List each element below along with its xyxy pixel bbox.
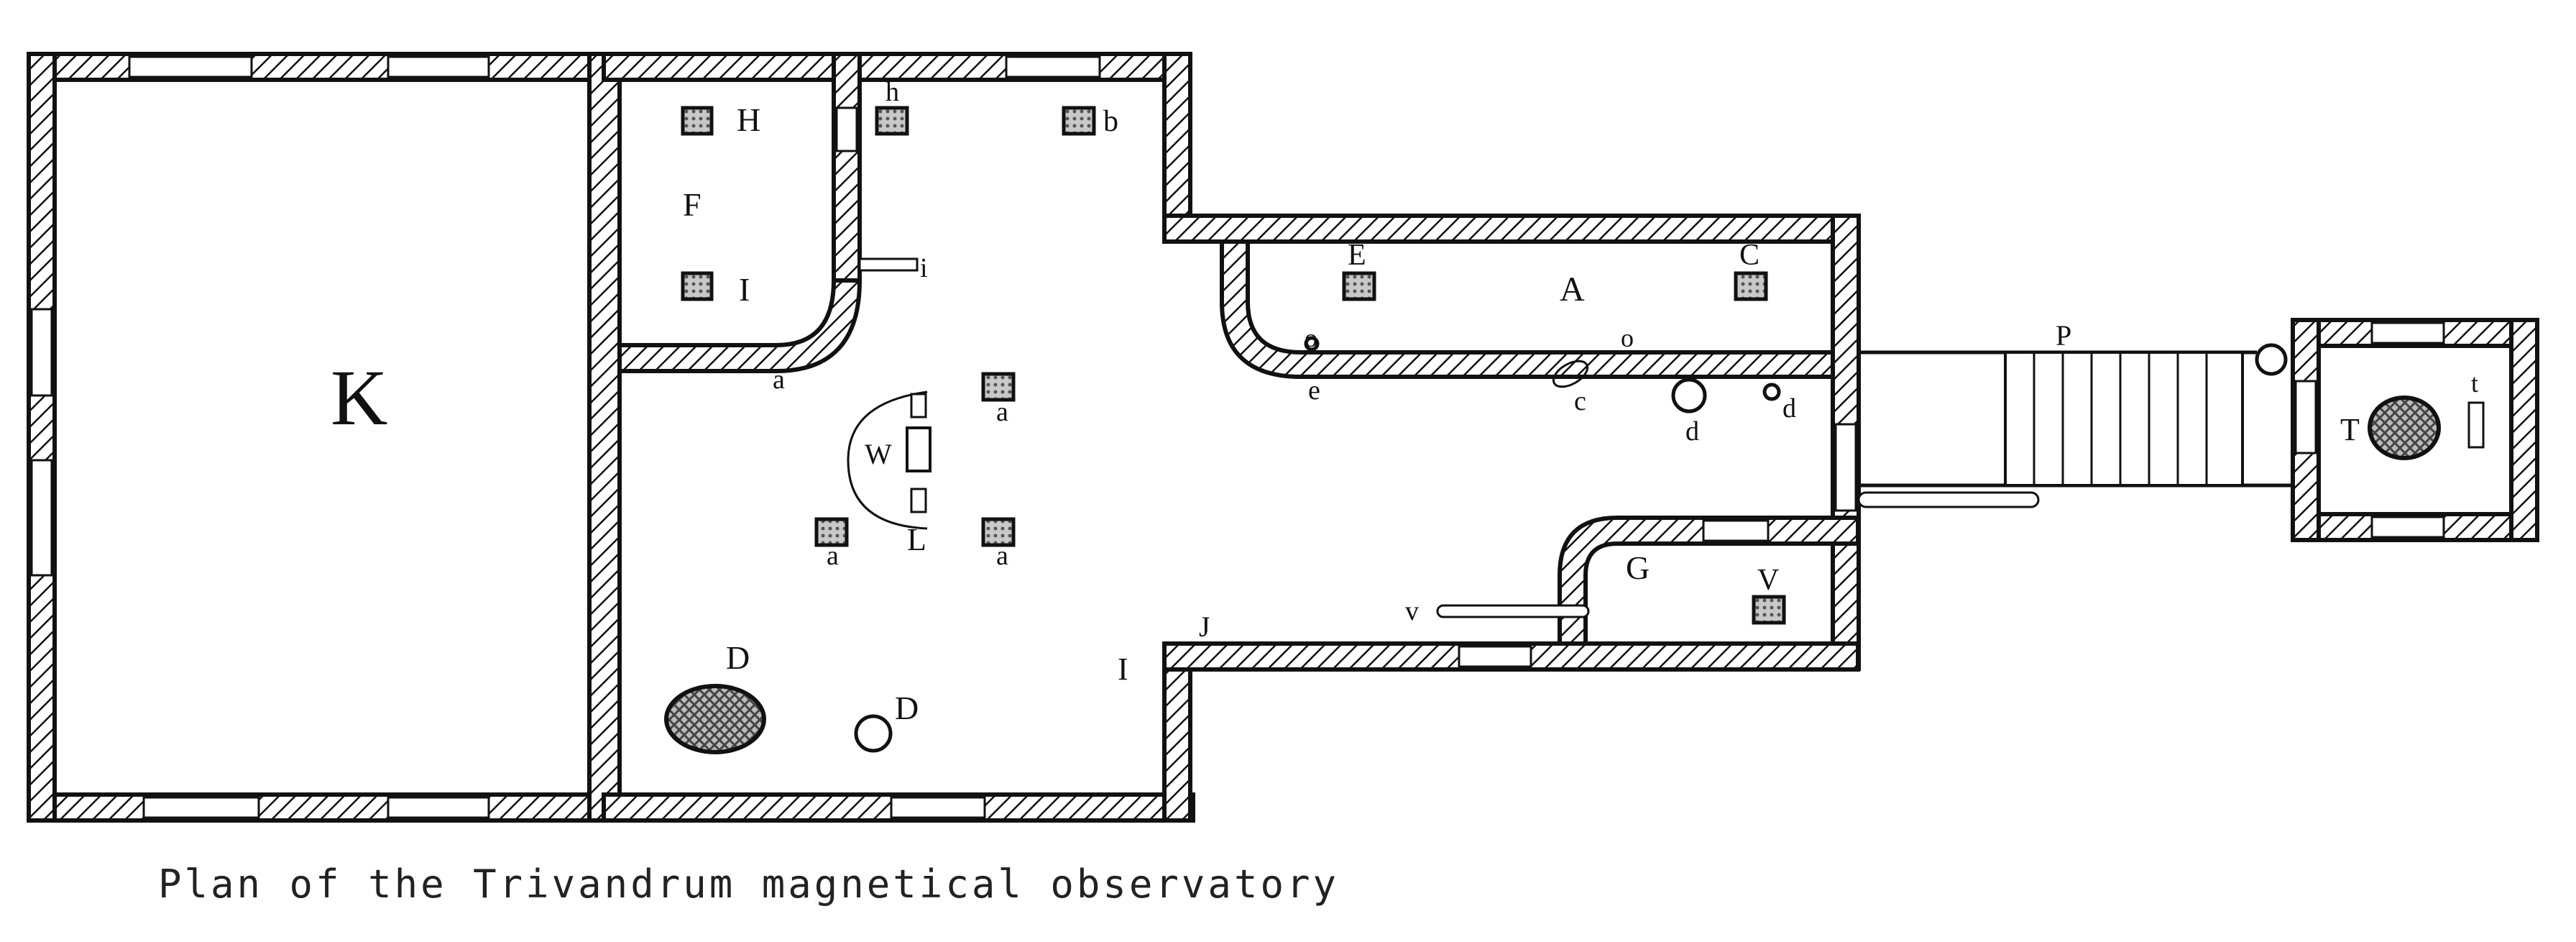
label-c-upper: C	[1739, 239, 1760, 272]
label-i-upper: I	[739, 271, 750, 308]
room-k: K	[27, 52, 622, 823]
label-a-room: A	[1560, 270, 1585, 308]
window-k-left-1	[30, 308, 53, 397]
pipe-i	[858, 257, 919, 272]
room-a: E A C o o e c d d	[1162, 214, 1861, 671]
label-d-center: d	[1685, 416, 1699, 447]
pillar-d-big	[664, 684, 766, 754]
window-k-top-1	[128, 55, 253, 78]
pillar-t	[2368, 395, 2441, 460]
pier-h-small	[875, 106, 909, 136]
room-f: H F I a i	[617, 52, 928, 395]
label-t-lower: t	[2471, 369, 2478, 398]
wall-hall-upper-right	[1162, 52, 1192, 236]
room-g: G V v J I	[1118, 516, 1860, 687]
instrument-group-w: W L a a a	[814, 372, 1016, 571]
instrument-t	[2467, 401, 2485, 449]
pier-h	[681, 106, 714, 136]
wall-f-right	[832, 52, 862, 283]
label-c-lower: c	[1574, 386, 1586, 416]
wall-k-right	[587, 52, 622, 823]
pillar-d-small	[854, 714, 893, 753]
pillar-d-right	[1762, 383, 1781, 401]
label-b: b	[1103, 105, 1118, 138]
pillar-d-center	[1671, 378, 1707, 413]
window-g-bottom	[1458, 645, 1532, 668]
wall-a-top	[1162, 214, 1860, 244]
label-d-right: d	[1782, 393, 1796, 424]
pipe-passage	[1857, 491, 2040, 508]
window-k-bottom-2	[387, 796, 490, 819]
label-j: J	[1199, 611, 1210, 643]
instrument-l	[910, 488, 927, 513]
door-t	[2294, 380, 2317, 454]
room-t: T t	[2291, 318, 2539, 542]
label-d-big: D	[726, 639, 750, 676]
window-k-top-2	[387, 55, 490, 78]
pier-a-lower-left	[814, 517, 849, 547]
arc-w	[847, 390, 928, 530]
label-k: K	[331, 354, 387, 442]
label-h: H	[737, 101, 760, 138]
stairs-p	[2004, 351, 2244, 487]
label-e-lower: e	[1308, 375, 1320, 406]
pier-c	[1734, 271, 1768, 301]
stairs-treads	[2033, 352, 2208, 485]
pier-v	[1752, 595, 1786, 625]
pier-e	[1342, 271, 1376, 301]
label-w: W	[865, 438, 892, 470]
pier-i	[681, 271, 714, 301]
pier-a-lower-right	[981, 517, 1016, 547]
window-hall-bottom	[890, 796, 986, 819]
window-t-bottom	[2370, 516, 2445, 539]
label-a-upper-right: a	[996, 397, 1008, 427]
wall-t-right	[2509, 318, 2539, 542]
label-o-right: o	[1621, 324, 1634, 352]
wall-hall-lower-right	[1162, 641, 1192, 823]
window-t-top	[2370, 321, 2445, 344]
label-d-small: D	[895, 690, 919, 726]
wall-f-bottom-curve	[617, 278, 862, 373]
label-l: L	[907, 522, 926, 557]
marker-passage-circle	[2255, 343, 2288, 376]
pier-b	[1062, 106, 1096, 136]
label-o-left: o	[1305, 324, 1317, 352]
instrument-w-center	[906, 426, 932, 472]
label-a-lower-right: a	[996, 541, 1008, 571]
passage-p: P	[1857, 319, 2300, 508]
wall-k-left	[27, 52, 57, 823]
main-hall	[602, 52, 1195, 823]
label-p: P	[2056, 319, 2071, 352]
label-v-upper: V	[1757, 564, 1779, 597]
pipe-v	[1436, 604, 1590, 618]
instrument-w-top	[910, 393, 927, 419]
label-e-upper: E	[1348, 239, 1366, 272]
instrument-c	[1552, 360, 1589, 388]
pier-a-upper-right	[981, 372, 1016, 402]
wall-k-bottom	[27, 792, 606, 823]
plan-caption: Plan of the Trivandrum magnetical observ…	[158, 861, 1339, 907]
window-hall-top	[1005, 55, 1101, 78]
window-g-top	[1702, 519, 1770, 542]
label-v-lower: v	[1405, 596, 1419, 626]
label-a-curve: a	[773, 365, 785, 395]
label-g: G	[1626, 549, 1650, 586]
label-a-lower-left: a	[827, 541, 839, 571]
door-a-right	[1834, 423, 1857, 512]
label-h-small: h	[886, 77, 899, 107]
label-f: F	[683, 186, 702, 223]
marker-o-left	[1304, 336, 1320, 352]
window-k-bottom-1	[142, 796, 260, 819]
wall-g-top-curve	[1558, 516, 1860, 646]
label-i-small: i	[920, 253, 928, 283]
window-k-left-2	[30, 459, 53, 577]
label-i-lower: I	[1118, 651, 1128, 687]
door-f	[835, 106, 858, 152]
label-t-upper: T	[2340, 412, 2360, 447]
